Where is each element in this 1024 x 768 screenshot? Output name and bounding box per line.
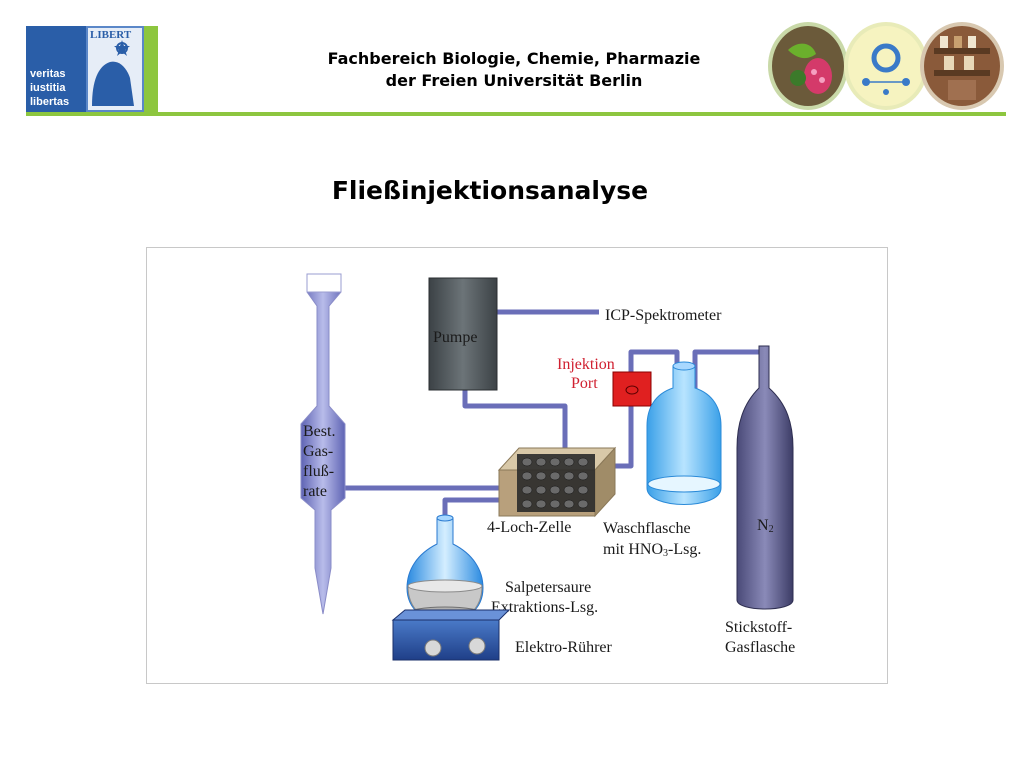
chemistry-image-icon (844, 22, 928, 110)
flow-meter-label-4: rate (303, 483, 327, 500)
header-title-line2: der Freien Universität Berlin (385, 71, 643, 90)
spectrometer-label: ICP-Spektrometer (605, 307, 722, 324)
flow-meter-label-1: Best. (303, 423, 335, 440)
fia-diagram: Best. Gas- fluß- rate Pumpe ICP-Spektrom… (146, 247, 888, 684)
injection-port-label-1: Injektion (557, 356, 615, 373)
logo-line-2: iustitia (30, 82, 66, 94)
logo-line-3: libertas (30, 96, 70, 108)
wash-bottle-label-2: mit HNO3-Lsg. (603, 541, 701, 559)
stirrer-label: Elektro-Rührer (515, 639, 613, 656)
header-image-strip (768, 20, 1004, 112)
page-title: Fließinjektionsanalyse (331, 176, 649, 205)
flow-meter-label-3: fluß- (303, 463, 334, 480)
extraction-flask: Salpetersaure Extraktions-Lsg. (406, 514, 598, 623)
injection-port: Injektion Port (557, 356, 652, 407)
biology-image-icon (768, 22, 848, 110)
flow-meter-label-2: Gas- (303, 443, 333, 460)
gas-cylinder-label-1: Stickstoff- (725, 619, 792, 636)
cell-label: 4-Loch-Zelle (487, 519, 571, 536)
nitrogen-label: N2 (757, 517, 774, 535)
university-seal-icon: LIBERT (26, 26, 158, 112)
acid-label-2: Extraktions-Lsg. (491, 599, 598, 616)
logo-line-1: veritas (30, 68, 66, 80)
wash-bottle: Waschflasche mit HNO3-Lsg. (603, 361, 722, 559)
header-divider (26, 112, 1006, 116)
magnetic-stirrer: Elektro-Rührer (391, 606, 613, 661)
header-title-line1: Fachbereich Biologie, Chemie, Pharmazie (327, 49, 701, 68)
pump-label: Pumpe (433, 329, 477, 346)
flow-meter: Best. Gas- fluß- rate (300, 273, 346, 615)
acid-label-1: Salpetersaure (505, 579, 591, 596)
logo-word: LIBERT (90, 29, 132, 41)
header-title: Fachbereich Biologie, Chemie, Pharmazie … (240, 48, 788, 92)
four-hole-cell: 4-Loch-Zelle (487, 446, 617, 536)
wash-bottle-label-1: Waschflasche (603, 520, 691, 537)
pharmacy-image-icon (920, 22, 1004, 110)
gas-cylinder-label-2: Gasflasche (725, 639, 795, 656)
university-logo: LIBERT veritas iustitia libertas (26, 26, 158, 112)
injection-port-label-2: Port (571, 375, 598, 392)
pump: Pumpe (428, 277, 498, 391)
nitrogen-gas-cylinder: N2 Stickstoff- Gasflasche (725, 345, 795, 656)
